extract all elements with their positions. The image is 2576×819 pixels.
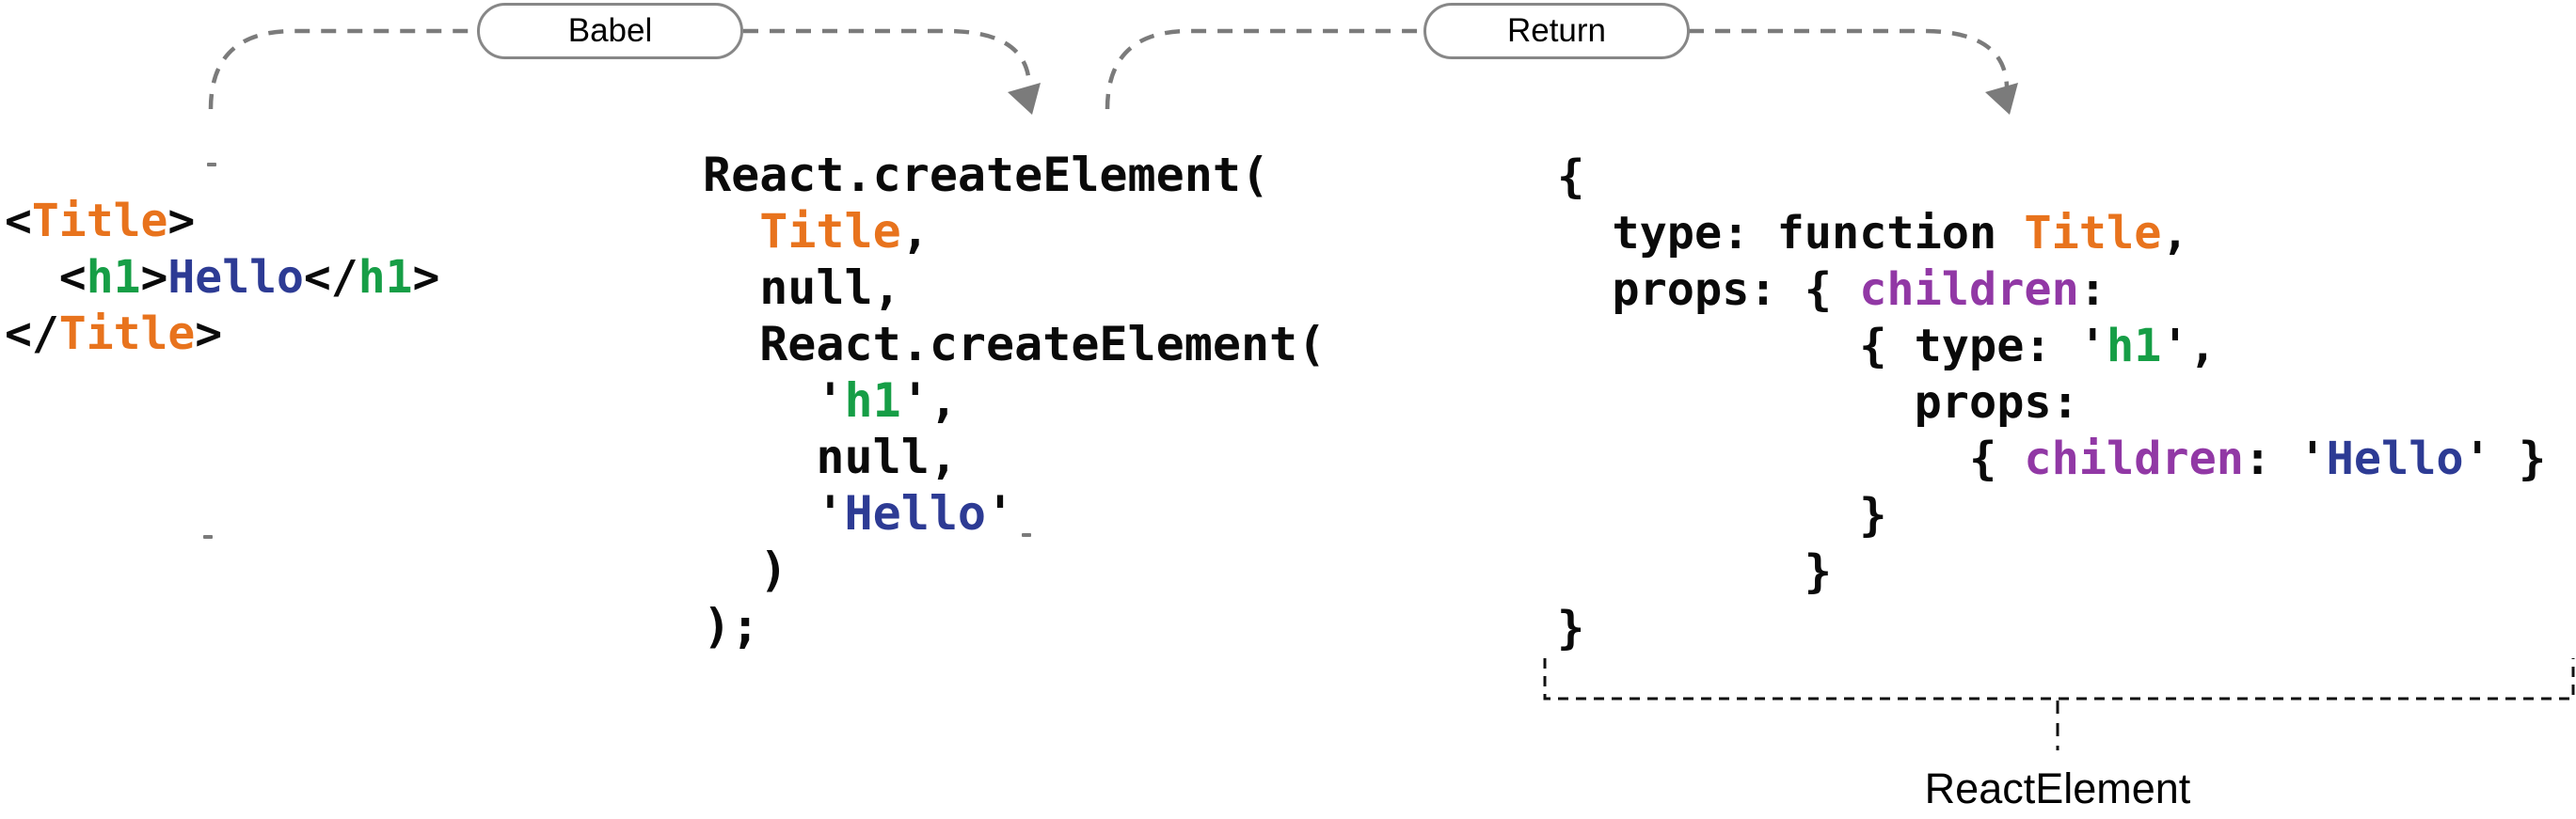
code-line: 'h1', (703, 373, 958, 428)
babel-pill-label: Babel (567, 12, 653, 49)
code-line: </Title> (5, 307, 223, 360)
code-line: React.createElement( (703, 148, 1270, 202)
create-element-code: React.createElement( Title, null, React.… (703, 147, 1326, 654)
code-line: null, (703, 430, 958, 484)
stray-dash (207, 163, 216, 166)
code-line: } (1557, 545, 1832, 598)
code-line: React.createElement( (703, 317, 1327, 371)
babel-pill: Babel (477, 3, 743, 59)
babel-to-code-arrow (743, 28, 1032, 87)
react-element-label: ReactElement (1924, 764, 2191, 812)
code-line: props: (1557, 376, 2079, 429)
jsx-source-code: <Title> <h1>Hello</h1></Title> (5, 193, 439, 362)
code-line: <h1>Hello</h1> (5, 251, 440, 304)
return-pill-label: Return (1506, 12, 1607, 49)
stray-dash (1022, 533, 1031, 537)
down-arrowhead-icon (1985, 83, 2018, 115)
down-arrowhead-icon (1008, 83, 1041, 115)
code-line: { (1557, 150, 1585, 203)
return-pill: Return (1423, 3, 1690, 59)
code-line: props: { children: (1557, 263, 2107, 316)
code-to-return-arrow (1105, 28, 1423, 110)
jsx-to-babel-arrow (208, 28, 477, 110)
code-line: null, (703, 260, 901, 315)
code-line: Title, (759, 204, 930, 259)
code-line: <Title> (5, 195, 196, 247)
stray-dash (203, 535, 213, 539)
code-line: } (1557, 489, 1887, 542)
code-line: } (1557, 602, 1585, 654)
code-line: ) (703, 543, 788, 597)
react-element-bracket (1543, 658, 2575, 701)
return-to-object-arrow (1689, 28, 2010, 87)
react-element-object-code: { type: function Title, props: { childre… (1557, 149, 2546, 656)
code-line: ); (703, 599, 760, 654)
code-line: type: function Title, (1557, 207, 2189, 260)
code-line: 'Hello' (703, 486, 1015, 541)
code-line: { type: 'h1', (1557, 320, 2217, 372)
code-line: { children: 'Hello' } (1557, 433, 2547, 485)
